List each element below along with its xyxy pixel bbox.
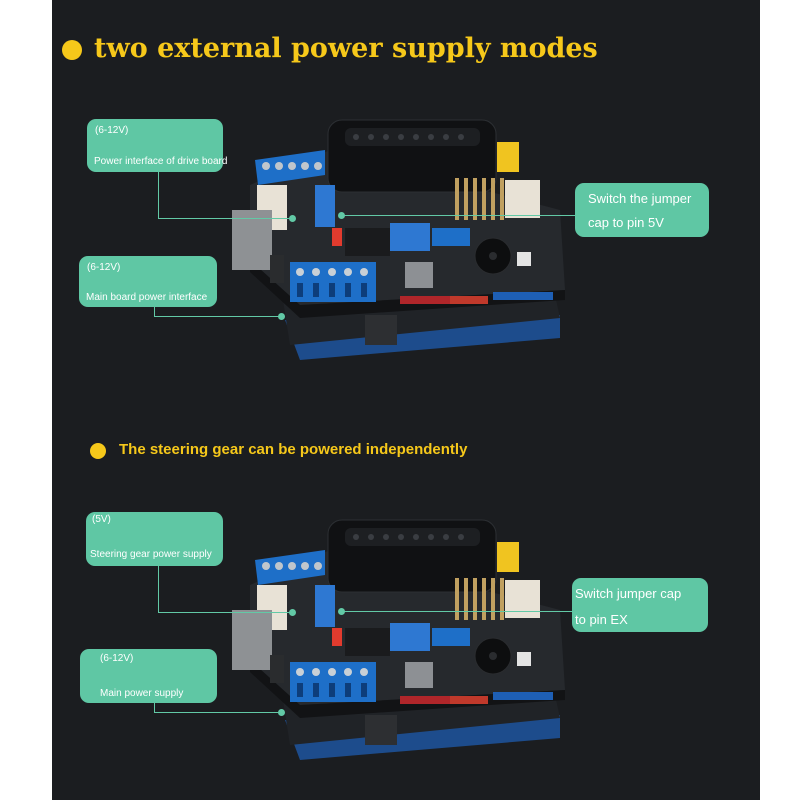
bullet-icon (62, 40, 82, 60)
callout-label: Main power supply (100, 688, 184, 699)
callout-line: cap to pin 5V (588, 215, 664, 230)
leader-line (158, 172, 159, 219)
callout-jumper-ex: Switch jumper cap to pin EX (572, 578, 708, 632)
section-heading-power-modes: two external power supply modes (94, 33, 598, 64)
callout-jumper-5v: Switch the jumper cap to pin 5V (575, 183, 709, 237)
driver-board-image (0, 400, 800, 800)
leader-dot (278, 709, 285, 716)
callout-servo-power: (5V) Steering gear power supply (86, 512, 223, 566)
leader-dot (289, 215, 296, 222)
callout-label: Steering gear power supply (90, 549, 212, 560)
section-heading-steering-gear: The steering gear can be powered indepen… (119, 441, 468, 458)
leader-line (154, 307, 155, 317)
driver-board-image (232, 119, 565, 360)
callout-label: Main board power interface (86, 292, 208, 303)
callout-voltage: (5V) (92, 514, 111, 525)
leader-line (154, 703, 155, 713)
callout-voltage: (6-12V) (87, 262, 121, 273)
leader-line (342, 611, 573, 612)
leader-line (154, 712, 282, 713)
leader-dot (289, 609, 296, 616)
leader-line (158, 612, 293, 613)
callout-drive-board-power: (6-12V) Power interface of drive board (87, 119, 227, 172)
bullet-icon (90, 443, 106, 459)
leader-line (158, 218, 293, 219)
callout-line: Switch jumper cap (575, 586, 682, 601)
callout-voltage: (6-12V) (95, 125, 129, 136)
leader-line (154, 316, 282, 317)
callout-label: Power interface of drive board (94, 156, 228, 167)
leader-dot (338, 212, 345, 219)
leader-dot (338, 608, 345, 615)
board-illustration (232, 119, 565, 360)
leader-line (342, 215, 575, 216)
callout-main-power: (6-12V) Main power supply (80, 649, 217, 703)
board-illustration (232, 519, 565, 760)
leader-dot (278, 313, 285, 320)
callout-line: to pin EX (575, 612, 628, 627)
callout-voltage: (6-12V) (100, 653, 134, 664)
callout-line: Switch the jumper (588, 191, 692, 206)
leader-line (158, 566, 159, 613)
callout-main-board-power: (6-12V) Main board power interface (79, 256, 217, 307)
